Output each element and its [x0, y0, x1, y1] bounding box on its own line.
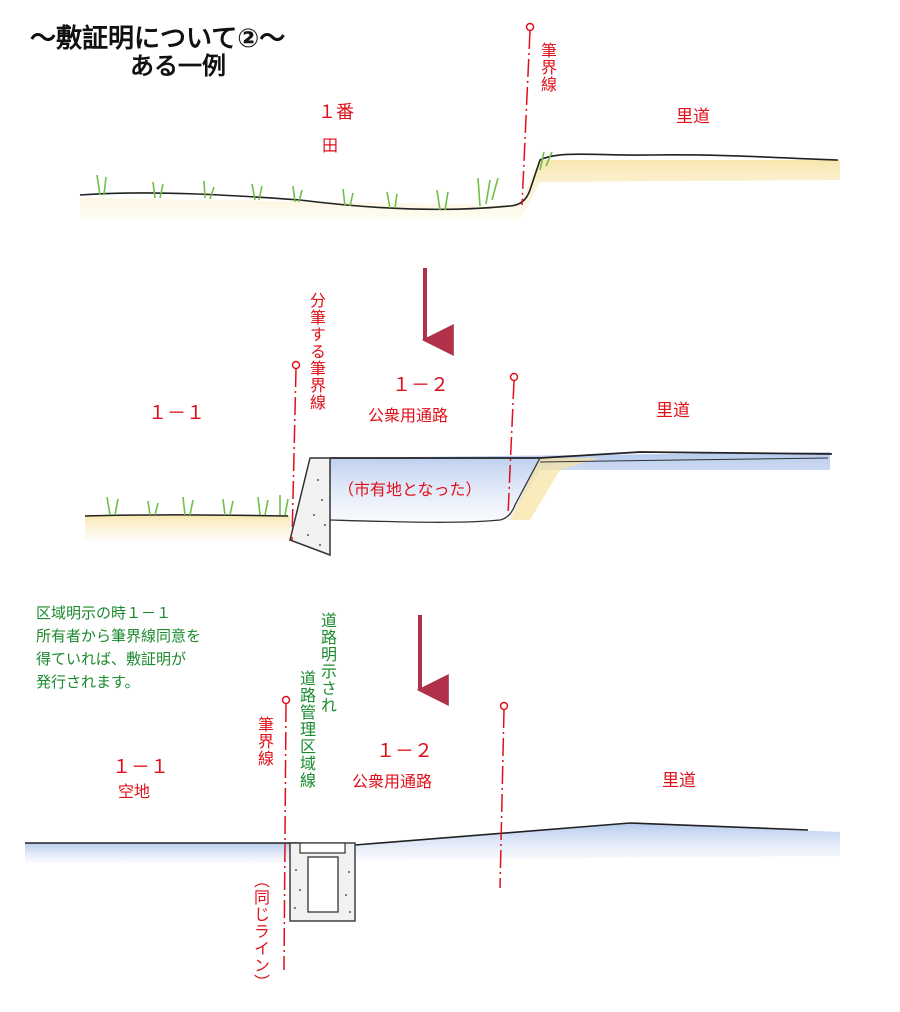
panel1-grass	[96, 151, 553, 211]
explanation-line-1: 区域明示の時１－１	[36, 604, 172, 622]
panel1-ground	[79, 153, 840, 220]
panel3-lot-right-use: 公衆用通路	[352, 772, 433, 791]
panel3-road-area-label-1: 道路明示され	[318, 612, 337, 714]
panel1-lot-type: 田	[322, 136, 339, 155]
panel2-road-label: 里道	[656, 401, 690, 421]
panel3-right-boundary-pole	[499, 701, 509, 889]
panel1-boundary-pole	[521, 22, 535, 206]
panel2-ground	[84, 451, 833, 557]
explanation-line-4: 発行されます。	[36, 673, 140, 691]
panel2-lot-right: １－２	[392, 374, 450, 396]
panel1-lot-number: １番	[318, 102, 354, 123]
panel2-grass	[106, 495, 289, 516]
page-subtitle: ある一例	[130, 52, 226, 80]
panel2-lot-left: １－１	[148, 402, 206, 424]
page-title: 〜敷証明について②〜	[30, 24, 286, 54]
panel3-ground	[25, 822, 840, 922]
explanation-line-2: 所有者から筆界線同意を	[36, 627, 202, 645]
panel3-same-line-note: （同じライン）	[251, 872, 270, 991]
panel2-city-owned-note: （市有地となった）	[338, 480, 482, 499]
panel2-lot-right-use: 公衆用通路	[368, 406, 449, 425]
panel1-road-label: 里道	[676, 107, 710, 127]
panel2-split-boundary-pole	[291, 360, 301, 541]
panel3-boundary-label: 筆界線	[255, 716, 274, 767]
panel2-split-boundary-label: 分筆する筆界線	[307, 292, 326, 411]
panel3-boundary-pole	[281, 695, 291, 971]
panel3-road-area-label-2: 道路管理区域線	[297, 670, 316, 789]
explanation-line-3: 得ていれば、敷証明が	[36, 650, 187, 668]
explanation-note: 区域明示の時１－１ 所有者から筆界線同意を 得ていれば、敷証明が 発行されます。	[36, 602, 201, 694]
panel3-lot-left: １－１	[112, 756, 170, 778]
panel3-road-label: 里道	[662, 771, 696, 791]
panel3-lot-left-use: 空地	[118, 782, 151, 801]
panel2-right-boundary-pole	[507, 372, 519, 516]
panel1-boundary-label: 筆界線	[538, 42, 557, 93]
panel3-lot-right: １－２	[376, 740, 434, 762]
